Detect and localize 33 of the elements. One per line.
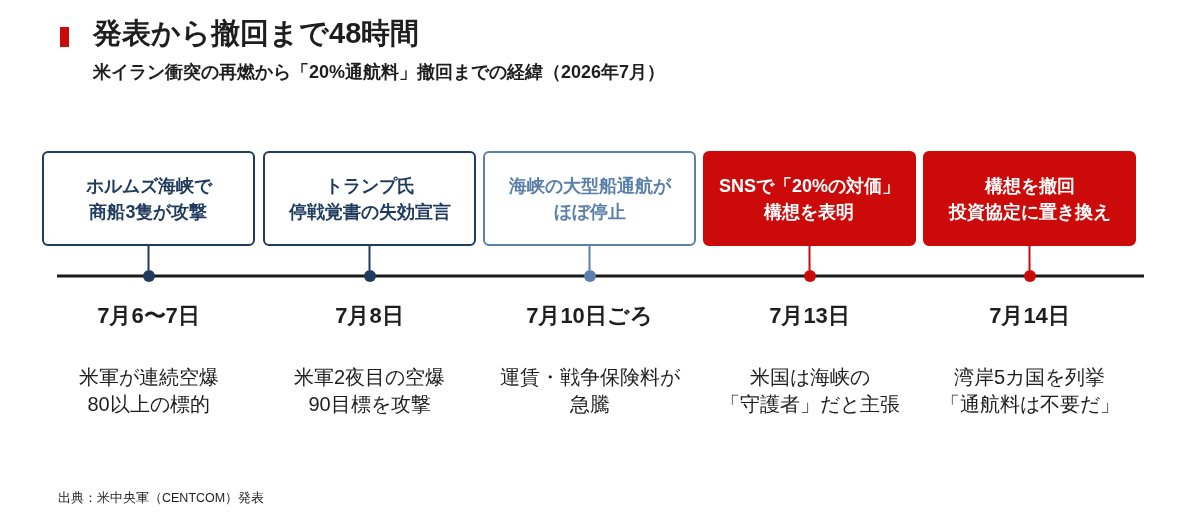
connector-line	[368, 245, 371, 271]
title: 発表から撤回まで48時間	[93, 16, 420, 51]
event-text: 構想を撤回投資協定に置き換え	[948, 174, 1111, 224]
event-description: 米軍2夜目の空爆90目標を攻撃	[293, 365, 446, 417]
timeline-dot	[363, 270, 376, 282]
event-text: トランプ氏停戦覚書の失効宣言	[288, 174, 451, 224]
event-description: 湾岸5カ国を列挙「通航料は不要だ」	[939, 365, 1120, 417]
event-box	[923, 151, 1136, 246]
event-description: 運賃・戦争保険料が急騰	[499, 365, 680, 417]
event-text: 海峡の大型船通航がほぼ停止	[508, 174, 671, 224]
date-label: 7月6〜7日	[97, 302, 200, 330]
timeline-dot	[803, 270, 816, 282]
event-box	[703, 151, 916, 246]
connector-line	[147, 245, 150, 271]
date-label: 7月10日ごろ	[526, 302, 653, 330]
connector-line	[588, 245, 591, 271]
event-text: SNSで「20%の対価」構想を表明	[718, 174, 900, 224]
timeline-dot	[142, 270, 155, 282]
timeline-dot	[583, 270, 596, 282]
subtitle: 米イラン衝突の再燃から「20%通航料」撤回までの経緯（2026年7月）	[93, 61, 666, 84]
event-text: ホルムズ海峡で商船3隻が攻撃	[85, 174, 212, 224]
event-description: 米軍が連続空爆80以上の標的	[78, 365, 219, 417]
event-box	[42, 151, 255, 246]
timeline-dot	[1023, 270, 1036, 282]
connector-line	[1028, 245, 1031, 271]
date-label: 7月14日	[989, 302, 1070, 330]
date-label: 7月8日	[335, 302, 404, 330]
source-note: 出典：米中央軍（CENTCOM）発表	[58, 490, 265, 507]
event-box	[263, 151, 476, 246]
event-box	[483, 151, 696, 246]
event-description: 米国は海峡の「守護者」だと主張	[719, 365, 900, 417]
date-label: 7月13日	[769, 302, 850, 330]
connector-line	[808, 245, 811, 271]
